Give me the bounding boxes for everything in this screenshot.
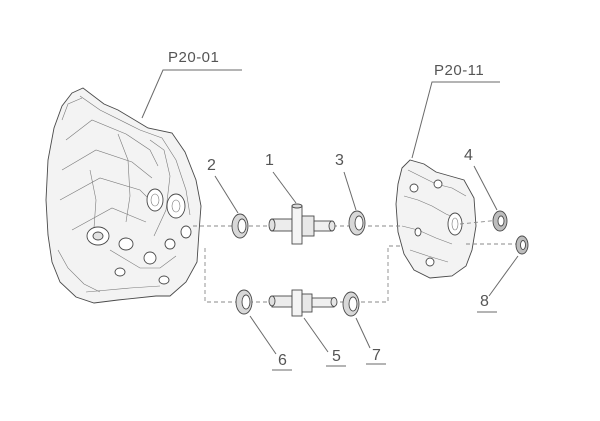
label-p20-11-text: P20-11	[434, 62, 484, 79]
callout-8: 8	[477, 255, 519, 313]
bearing-part-2	[231, 213, 249, 239]
callout-7-leader	[355, 317, 371, 349]
callout-8-leader	[488, 255, 519, 297]
lower-shaft-part-5	[268, 289, 338, 317]
bearing-part-6	[235, 289, 253, 315]
assembly-axes	[193, 219, 522, 303]
seal-part-8	[515, 235, 529, 255]
callout-1-number: 1	[265, 152, 274, 169]
leader-p20-11	[411, 81, 500, 159]
bearing-part-3	[348, 210, 366, 236]
callout-8-number: 8	[480, 293, 489, 310]
callout-4-leader	[473, 165, 498, 211]
callout-2-leader	[214, 175, 239, 214]
callout-5-leader	[303, 317, 329, 353]
callout-2: 2	[207, 157, 239, 214]
label-p20-01-text: P20-01	[168, 49, 219, 66]
callout-3: 3	[335, 152, 357, 211]
callout-7: 7	[355, 317, 386, 365]
callout-5: 5	[303, 317, 346, 367]
lower-shaft-axis	[204, 245, 402, 303]
callout-1-leader	[272, 171, 297, 204]
callout-7-number: 7	[372, 347, 381, 364]
bearing-part-7	[342, 291, 360, 317]
callout-3-number: 3	[335, 152, 344, 169]
callout-1: 1	[265, 152, 297, 204]
seal-part-4	[492, 210, 508, 232]
label-p20-11: P20-11	[411, 62, 500, 159]
callout-4-number: 4	[464, 147, 473, 164]
leader-p20-01	[141, 69, 242, 119]
callout-6-leader	[249, 315, 277, 355]
left-housing-part	[45, 87, 202, 304]
upper-shaft-part-1	[268, 203, 336, 245]
callout-6-number: 6	[278, 352, 287, 369]
callout-3-leader	[343, 171, 357, 211]
right-housing-part	[395, 159, 477, 279]
callout-6: 6	[249, 315, 292, 371]
label-p20-01: P20-01	[141, 49, 242, 119]
callout-2-number: 2	[207, 157, 216, 174]
callout-5-number: 5	[332, 348, 341, 365]
callout-4: 4	[464, 147, 498, 211]
